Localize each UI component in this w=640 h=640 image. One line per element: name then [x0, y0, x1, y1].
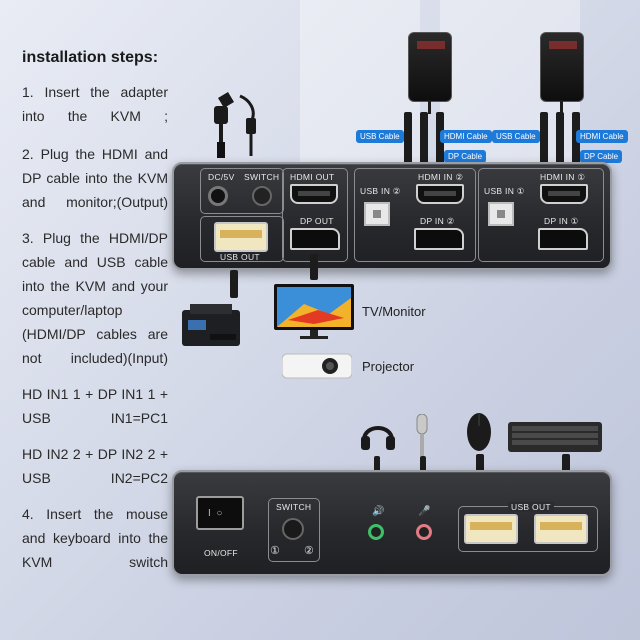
dp-out-port[interactable] — [290, 228, 340, 250]
hdmi-in2-port[interactable] — [416, 184, 464, 204]
usb-in1-label: USB IN ① — [484, 186, 525, 196]
speaker-icon: 🔊 — [372, 506, 385, 517]
dp-in1-port[interactable] — [538, 228, 588, 250]
microphone-icon — [412, 413, 432, 458]
pc-1-icon — [540, 32, 584, 102]
usb-plug-icon — [540, 112, 548, 166]
usb-plug-icon — [230, 270, 238, 298]
hdmi-in1-label: HDMI IN ① — [540, 172, 586, 182]
step-4: 4. Insert the mouse and keyboard into th… — [22, 506, 168, 570]
step-pc1: HD IN1 1 + DP IN1 1 + USB IN1=PC1 — [22, 386, 168, 426]
back-switch-button[interactable] — [252, 186, 272, 206]
usb-plug-icon — [404, 112, 412, 166]
front-usb-port-2[interactable] — [534, 514, 588, 544]
step-3: 3. Plug the HDMI/DP cable and USB cable … — [22, 230, 168, 366]
mic-in-jack[interactable] — [416, 524, 432, 540]
usb-cable-label: USB Cable — [492, 130, 540, 143]
step-pc2: HD IN2 2 + DP IN2 2 + USB IN2=PC2 — [22, 446, 168, 486]
projector-icon — [281, 350, 353, 380]
switch-position-1: ① — [270, 545, 281, 557]
usb-in2-label: USB IN ② — [360, 186, 401, 196]
kvm-back-panel: DC/5V SWITCH USB OUT HDMI OUT DP OUT USB… — [172, 162, 612, 270]
power-adapter-icon — [200, 90, 260, 160]
hdmi-cable-label: HDMI Cable — [576, 130, 628, 143]
pc1-cable — [560, 100, 563, 114]
dc-label: DC/5V — [208, 172, 235, 182]
usb-cable-label: USB Cable — [356, 130, 404, 143]
hdmi-plug-icon — [310, 254, 318, 280]
dp-in2-label: DP IN ② — [420, 216, 455, 226]
front-switch-section — [268, 498, 320, 562]
usb-in2-port[interactable] — [364, 202, 390, 226]
tv-monitor-label: TV/Monitor — [362, 304, 426, 319]
projector-label: Projector — [362, 359, 415, 374]
input-2-section — [354, 168, 476, 262]
front-usb-port-1[interactable] — [464, 514, 518, 544]
usb-out-port[interactable] — [214, 222, 268, 252]
input-1-section — [478, 168, 604, 262]
switch-position-2: ② — [304, 545, 315, 557]
hdmi-out-port[interactable] — [290, 184, 338, 204]
power-switch-icon: I ○ — [208, 508, 223, 519]
printer-icon — [180, 302, 242, 348]
front-usb-out-label: USB OUT — [508, 502, 554, 512]
dp-cable-label: DP Cable — [444, 150, 487, 163]
headphones-icon — [360, 418, 396, 452]
front-switch-label: SWITCH — [276, 502, 312, 512]
kvm-front-panel: I ○ ON/OFF SWITCH ① ② 🔊 🎤 USB OUT — [172, 470, 612, 576]
pc2-cable — [428, 100, 431, 114]
usb-in1-port[interactable] — [488, 202, 514, 226]
keyboard-icon — [508, 422, 602, 452]
steps-title: installation steps: — [22, 49, 159, 66]
front-switch-button[interactable] — [282, 518, 304, 540]
usb-out-label: USB OUT — [220, 252, 260, 262]
step-1: 1. Insert the adapter into the KVM ; — [22, 84, 168, 124]
hdmi-in1-port[interactable] — [540, 184, 588, 204]
on-off-label: ON/OFF — [204, 548, 238, 558]
microphone-small-icon: 🎤 — [418, 506, 431, 517]
audio-out-jack[interactable] — [368, 524, 384, 540]
mouse-icon — [466, 412, 492, 452]
dp-in1-label: DP IN ① — [544, 216, 579, 226]
usb-out-section — [200, 216, 284, 262]
dp-out-label: DP OUT — [300, 216, 334, 226]
dp-in2-port[interactable] — [414, 228, 464, 250]
hdmi-plug-icon — [556, 112, 564, 166]
power-section — [200, 168, 284, 214]
hdmi-plug-icon — [420, 112, 428, 166]
switch-label: SWITCH — [244, 172, 280, 182]
hdmi-in2-label: HDMI IN ② — [418, 172, 464, 182]
hdmi-cable-label: HDMI Cable — [440, 130, 492, 143]
hdmi-out-label: HDMI OUT — [290, 172, 335, 182]
step-2: 2. Plug the HDMI and DP cable into the K… — [22, 146, 168, 210]
dp-cable-label: DP Cable — [580, 150, 623, 163]
dc-jack[interactable] — [208, 186, 228, 206]
pc-2-icon — [408, 32, 452, 102]
tv-monitor-icon — [274, 284, 354, 340]
power-switch[interactable]: I ○ — [196, 496, 244, 530]
